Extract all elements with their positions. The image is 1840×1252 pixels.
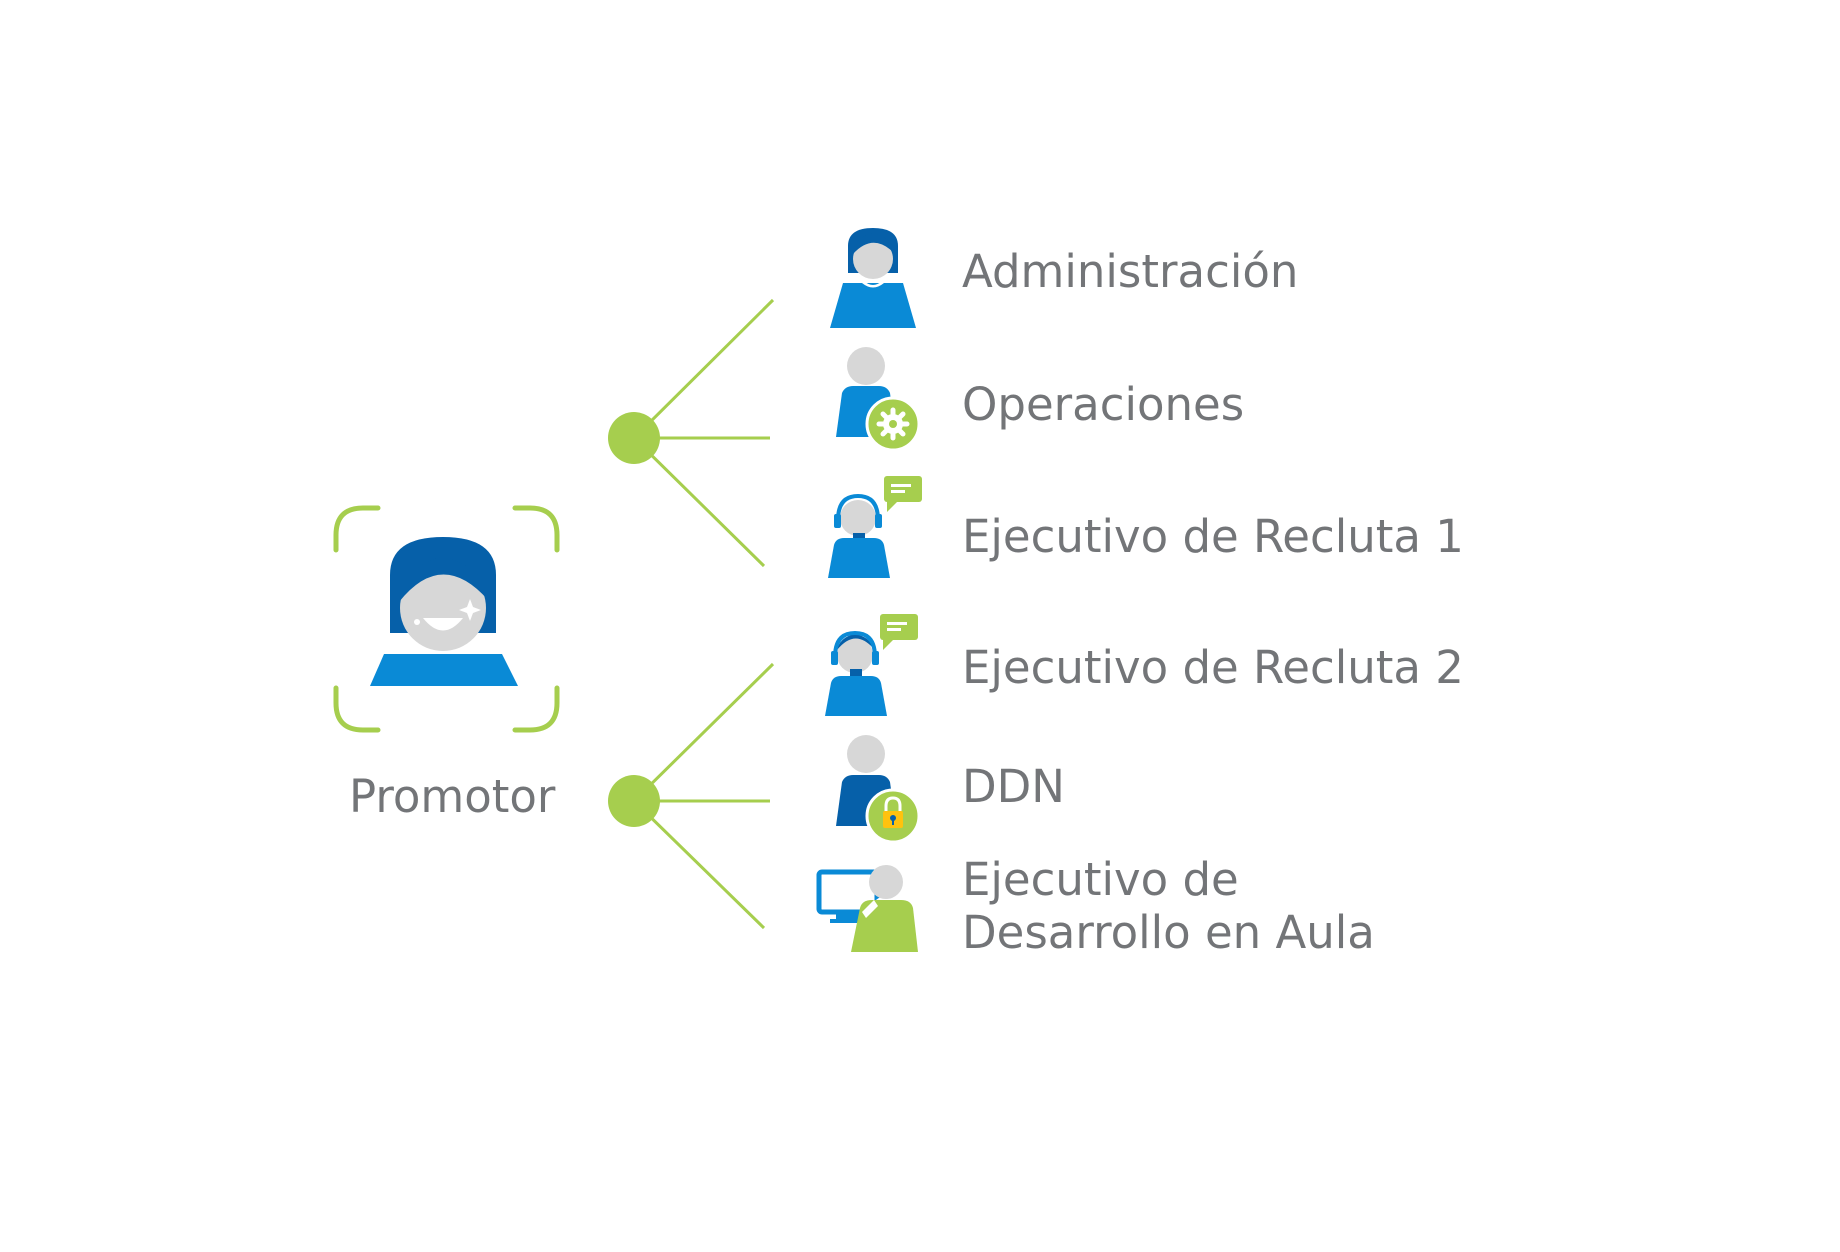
role-label-line-1: Ejecutivo de [962,853,1239,906]
connector-admin [632,298,775,440]
role-label-ejecutivo-recluta-2: Ejecutivo de Recluta 2 [962,641,1464,694]
connector-er2 [632,662,775,803]
connector-eda [632,799,766,930]
connectors [632,298,775,930]
person-lock-icon [836,735,921,844]
role-label-ddn: DDN [962,760,1065,813]
role-label-line-2: Desarrollo en Aula [962,906,1375,959]
hub-node-top [608,412,660,464]
promotor-label: Promotor [349,770,556,823]
hub-node-bottom [608,775,660,827]
promotor-frame-icon [333,505,560,733]
role-label-administracion: Administración [962,245,1299,298]
person-computer-icon [816,865,918,952]
role-label-operaciones: Operaciones [962,378,1245,431]
role-label-ejecutivo-recluta-1: Ejecutivo de Recluta 1 [962,510,1464,563]
role-label-ejecutivo-desarrollo-aula: Ejecutivo de Desarrollo en Aula [962,853,1375,959]
headset-agent-chat-icon [825,614,918,716]
headset-agent-chat-icon [828,476,922,578]
woman-employee-icon [830,228,916,328]
connector-er1 [632,436,766,568]
smiling-woman-avatar-icon [370,537,518,686]
person-gear-icon [836,347,921,452]
